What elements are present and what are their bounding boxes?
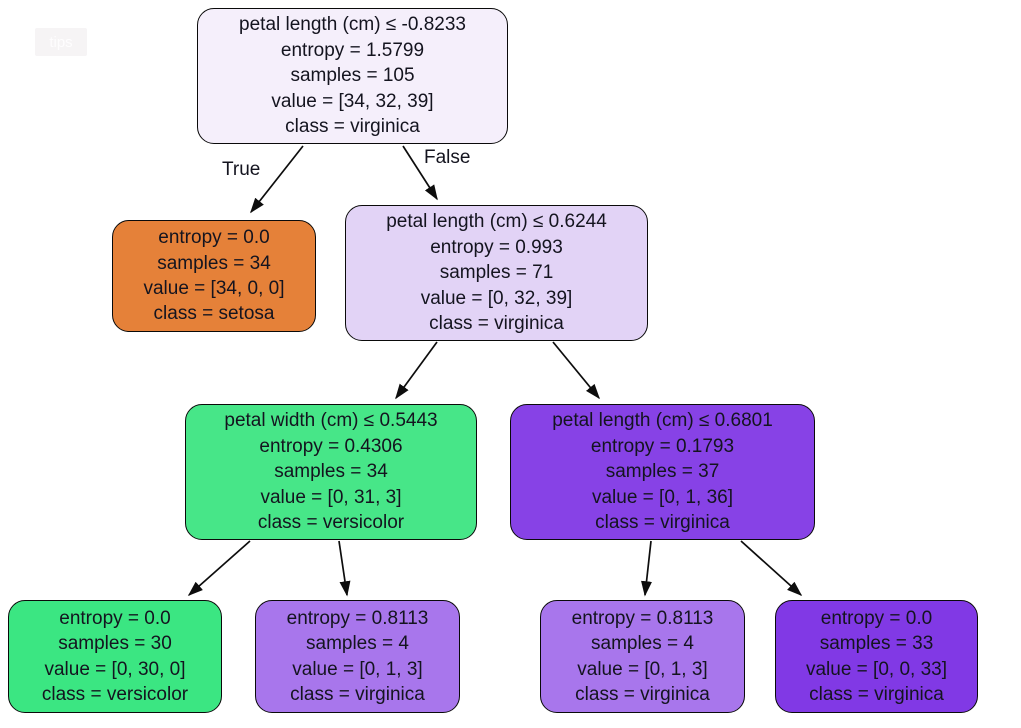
node-entropy: entropy = 0.0: [59, 607, 171, 629]
edge-label-false: False: [424, 147, 471, 168]
edge-root-to-split2: [402, 145, 438, 201]
node-samples: samples = 71: [439, 262, 554, 284]
node-value: value = [0, 1, 3]: [292, 658, 423, 680]
edge-root-to-setosa: [250, 145, 304, 214]
edge-split2-to-right: [552, 341, 600, 400]
node-entropy: entropy = 0.8113: [286, 607, 429, 629]
node-entropy: entropy = 1.5799: [280, 39, 425, 61]
node-value: value = [0, 31, 3]: [260, 486, 402, 508]
tree-node-leaf-virginica: entropy = 0.0 samples = 33 value = [0, 0…: [775, 600, 978, 713]
node-value: value = [34, 0, 0]: [143, 278, 285, 299]
node-class: class = virginica: [575, 683, 710, 705]
node-condition: petal length (cm) ≤ 0.6244: [386, 211, 607, 233]
edge-green-to-leaf2: [338, 540, 351, 597]
node-class: class = setosa: [153, 303, 275, 325]
node-entropy: entropy = 0.1793: [590, 435, 735, 457]
node-samples: samples = 30: [58, 633, 172, 655]
tree-node-split-depth2-left: petal width (cm) ≤ 0.5443 entropy = 0.43…: [185, 404, 477, 540]
edge-purple-to-leaf4: [740, 540, 803, 597]
tree-node-root: petal length (cm) ≤ -0.8233 entropy = 1.…: [197, 8, 508, 144]
node-samples: samples = 4: [306, 633, 409, 655]
node-class: class = virginica: [429, 313, 564, 335]
node-class: class = virginica: [595, 512, 730, 534]
node-class: class = versicolor: [257, 512, 405, 534]
node-class: class = virginica: [290, 683, 425, 705]
edge-purple-to-leaf3: [641, 540, 652, 597]
tree-node-leaf-mixed-right: entropy = 0.8113 samples = 4 value = [0,…: [540, 600, 745, 713]
node-value: value = [0, 1, 36]: [591, 486, 733, 508]
tree-node-split-depth1: petal length (cm) ≤ 0.6244 entropy = 0.9…: [345, 205, 648, 341]
tree-node-split-depth2-right: petal length (cm) ≤ 0.6801 entropy = 0.1…: [510, 404, 815, 540]
node-samples: samples = 4: [591, 633, 694, 655]
node-condition: petal length (cm) ≤ -0.8233: [239, 14, 466, 36]
node-samples: samples = 105: [290, 65, 415, 87]
tree-node-leaf-mixed-left: entropy = 0.8113 samples = 4 value = [0,…: [255, 600, 460, 713]
node-class: class = versicolor: [41, 683, 189, 705]
edge-split2-to-left: [395, 341, 438, 400]
node-entropy: entropy = 0.0: [158, 227, 270, 249]
node-condition: petal width (cm) ≤ 0.5443: [224, 410, 438, 432]
node-samples: samples = 34: [274, 461, 388, 483]
node-entropy: entropy = 0.4306: [259, 435, 403, 457]
node-value: value = [0, 30, 0]: [44, 658, 186, 680]
tree-node-setosa-leaf: entropy = 0.0 samples = 34 value = [34, …: [112, 220, 316, 332]
node-samples: samples = 33: [819, 633, 934, 655]
node-value: value = [0, 1, 3]: [577, 658, 708, 680]
node-class: class = virginica: [809, 683, 944, 705]
node-value: value = [34, 32, 39]: [271, 90, 434, 112]
node-value: value = [0, 0, 33]: [805, 658, 947, 680]
node-samples: samples = 34: [157, 252, 271, 274]
node-entropy: entropy = 0.993: [430, 236, 563, 258]
node-value: value = [0, 32, 39]: [420, 287, 573, 309]
node-entropy: entropy = 0.0: [820, 607, 933, 629]
tree-node-leaf-versicolor: entropy = 0.0 samples = 30 value = [0, 3…: [8, 600, 222, 713]
edge-label-true: True: [222, 159, 261, 180]
edge-green-to-leaf1: [187, 540, 251, 597]
node-samples: samples = 37: [605, 461, 720, 483]
tips-badge[interactable]: tips: [35, 28, 87, 56]
node-entropy: entropy = 0.8113: [571, 607, 714, 629]
node-class: class = virginica: [285, 116, 420, 138]
node-condition: petal length (cm) ≤ 0.6801: [552, 410, 773, 432]
